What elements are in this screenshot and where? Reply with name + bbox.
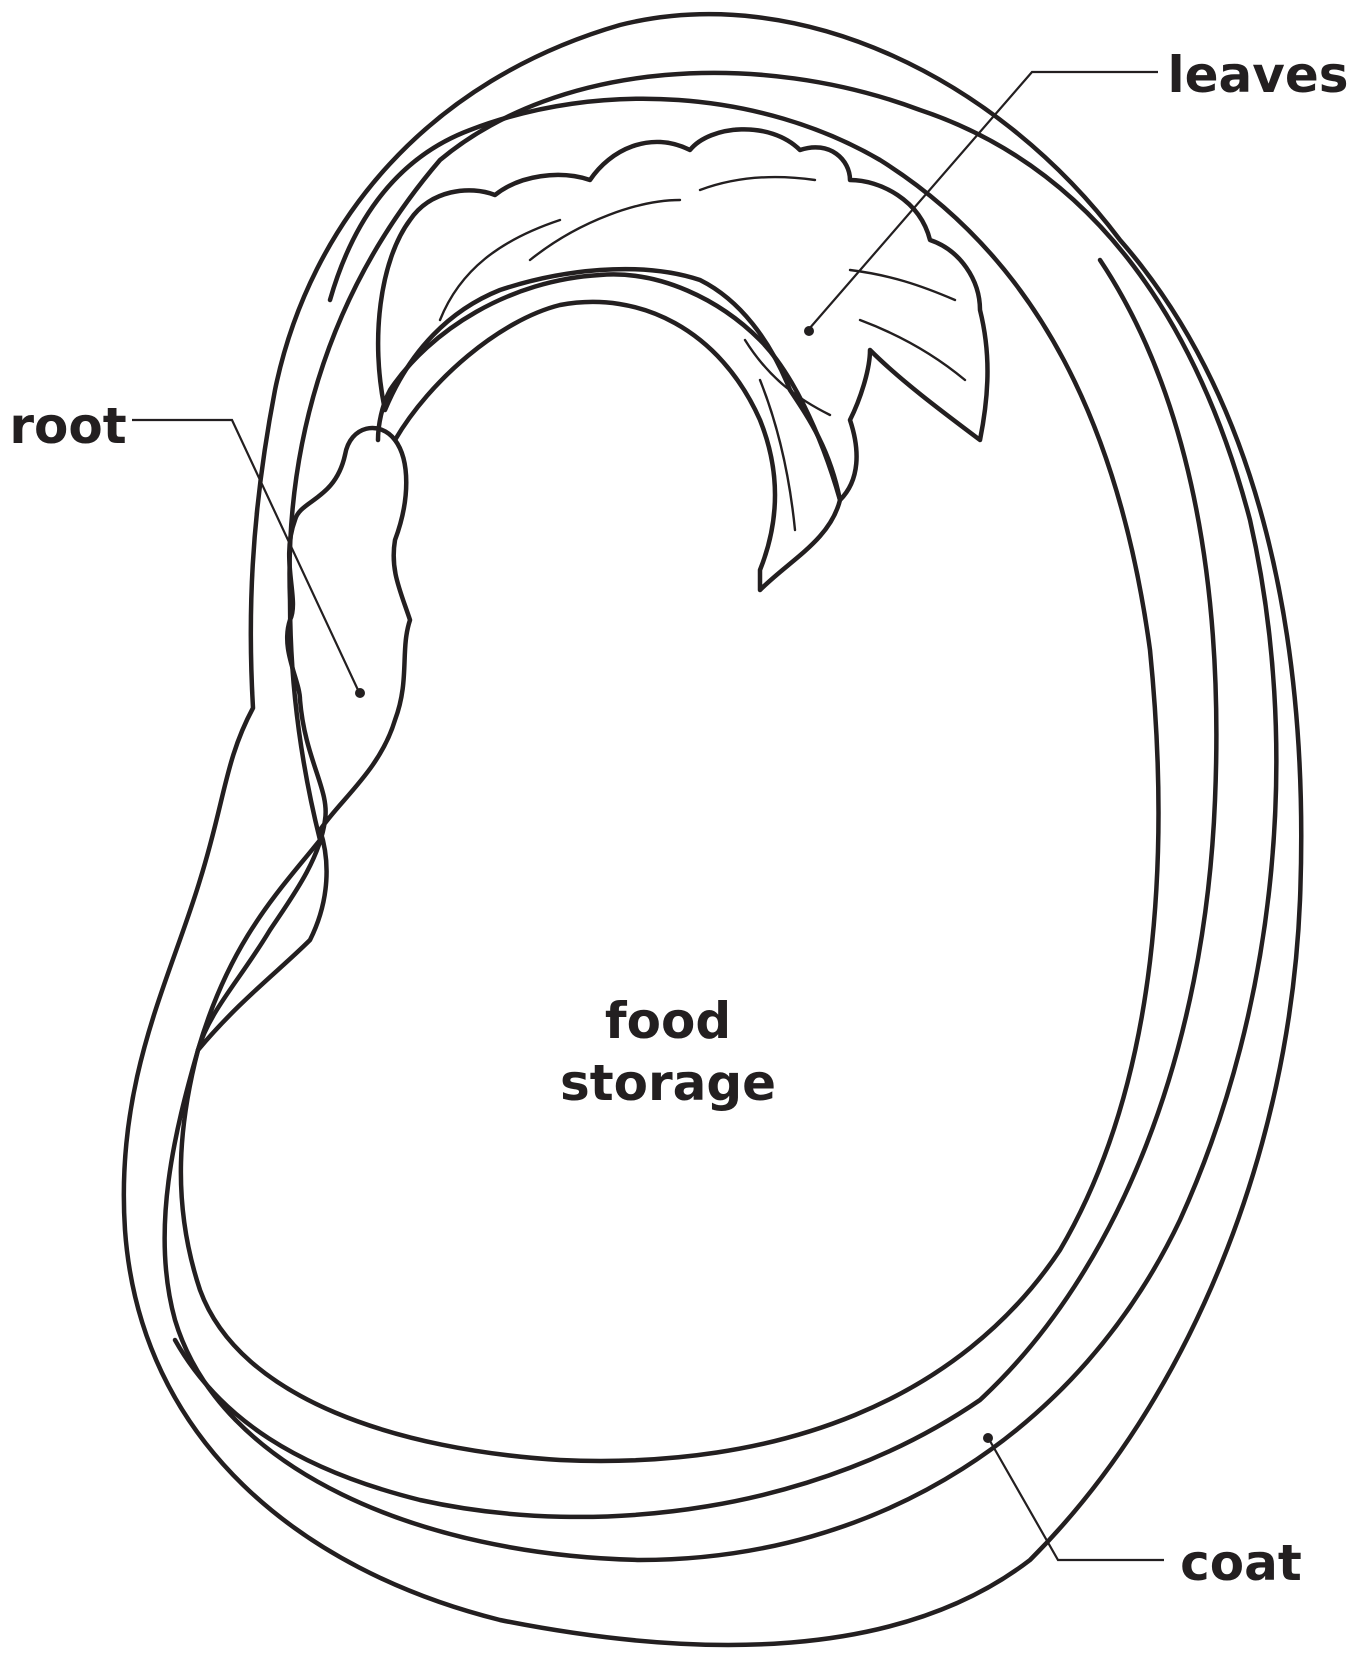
food-storage-label-line2: storage bbox=[560, 1054, 776, 1112]
coat-leader-line bbox=[990, 1441, 1164, 1560]
leaf-vein-2 bbox=[530, 200, 680, 260]
leaf-vein-4 bbox=[850, 270, 955, 300]
food-storage-label-line1: food bbox=[605, 992, 731, 1050]
food-storage-outline bbox=[181, 99, 1159, 1461]
leaf-vein-5 bbox=[860, 320, 965, 380]
coat-pointer-dot bbox=[983, 1433, 993, 1443]
leaves-leader-line bbox=[809, 72, 1158, 329]
leaf-vein-7 bbox=[760, 380, 795, 530]
seed-coat-back-edge bbox=[175, 260, 1216, 1517]
leaf-vein-3 bbox=[700, 177, 815, 190]
root-pointer-dot bbox=[355, 688, 365, 698]
root-leader-line bbox=[132, 420, 358, 690]
root-outline bbox=[198, 428, 410, 1050]
leaves-pointer-dot bbox=[804, 326, 814, 336]
leaf-vein-1 bbox=[440, 220, 560, 320]
root-label: root bbox=[9, 397, 126, 455]
coat-label: coat bbox=[1180, 1534, 1302, 1592]
seed-coat-outer-outline bbox=[124, 14, 1301, 1645]
leaves-label: leaves bbox=[1167, 46, 1348, 104]
